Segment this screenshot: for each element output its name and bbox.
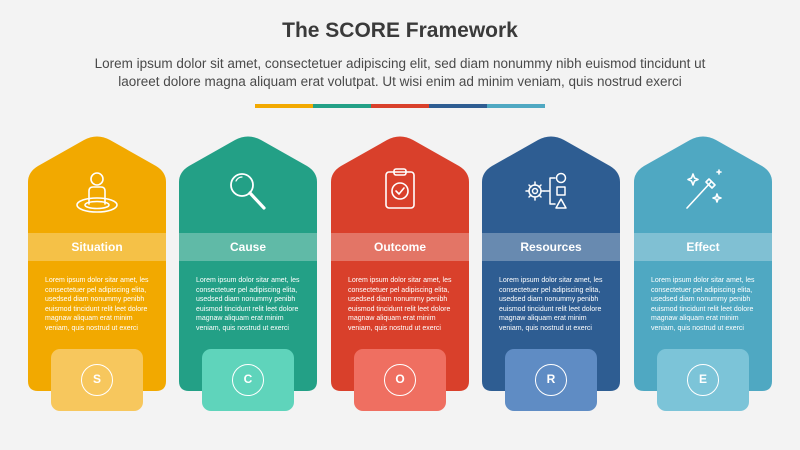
column-description: Lorem ipsum dolor sitar amet, les consec… <box>196 277 300 332</box>
divider-segment <box>255 104 313 108</box>
column-label: Cause <box>229 240 267 254</box>
column-body <box>28 136 166 391</box>
divider-segment <box>487 104 545 108</box>
letter-tab: O <box>354 349 446 411</box>
column-description: Lorem ipsum dolor sitar amet, les consec… <box>651 277 755 332</box>
color-divider <box>255 104 545 108</box>
column-description: Lorem ipsum dolor sitar amet, les consec… <box>499 277 603 332</box>
label-band <box>179 233 317 261</box>
column-body <box>179 136 317 391</box>
column-label: Outcome <box>373 240 426 254</box>
label-band <box>28 233 166 261</box>
letter-badge: O <box>384 364 416 396</box>
subtitle-line-1: Lorem ipsum dolor sit amet, consectetuer… <box>94 56 706 71</box>
column-outcome: Outcome Lorem ipsum dolor sitar amet, le… <box>331 136 469 411</box>
gear-shapes-icon <box>525 172 567 209</box>
label-band <box>634 233 772 261</box>
column-description: Lorem ipsum dolor sitar amet, les consec… <box>45 277 149 332</box>
letter-badge: R <box>535 364 567 396</box>
column-effect: Effect Lorem ipsum dolor sitar amet, les… <box>634 136 772 411</box>
page-title: The SCORE Framework <box>282 19 518 42</box>
label-band <box>331 233 469 261</box>
column-body <box>634 136 772 391</box>
column-description: Lorem ipsum dolor sitar amet, les consec… <box>348 277 452 332</box>
letter-tab: E <box>657 349 749 411</box>
divider-segment <box>429 104 487 108</box>
clipboard-check-icon <box>385 168 415 209</box>
person-in-spot-icon <box>76 172 118 213</box>
magnifier-icon <box>230 173 266 210</box>
column-situation: Situation Lorem ipsum dolor sitar amet, … <box>28 136 166 411</box>
column-cause: Cause Lorem ipsum dolor sitar amet, les … <box>179 136 317 411</box>
letter-badge: C <box>232 364 264 396</box>
magic-wand-icon <box>686 169 722 209</box>
column-label: Resources <box>520 240 582 254</box>
column-resources: Resources Lorem ipsum dolor sitar amet, … <box>482 136 620 411</box>
letter-tab: C <box>202 349 294 411</box>
letter-badge: E <box>687 364 719 396</box>
column-body <box>331 136 469 391</box>
column-body <box>482 136 620 391</box>
label-band <box>482 233 620 261</box>
letter-badge: S <box>81 364 113 396</box>
page-subtitle: Lorem ipsum dolor sit amet, consectetuer… <box>50 55 750 91</box>
letter-tab: S <box>51 349 143 411</box>
divider-segment <box>313 104 371 108</box>
divider-segment <box>371 104 429 108</box>
column-label: Effect <box>686 240 720 254</box>
subtitle-line-2: laoreet dolore magna aliquam erat volutp… <box>118 74 682 89</box>
letter-tab: R <box>505 349 597 411</box>
column-label: Situation <box>71 240 123 254</box>
